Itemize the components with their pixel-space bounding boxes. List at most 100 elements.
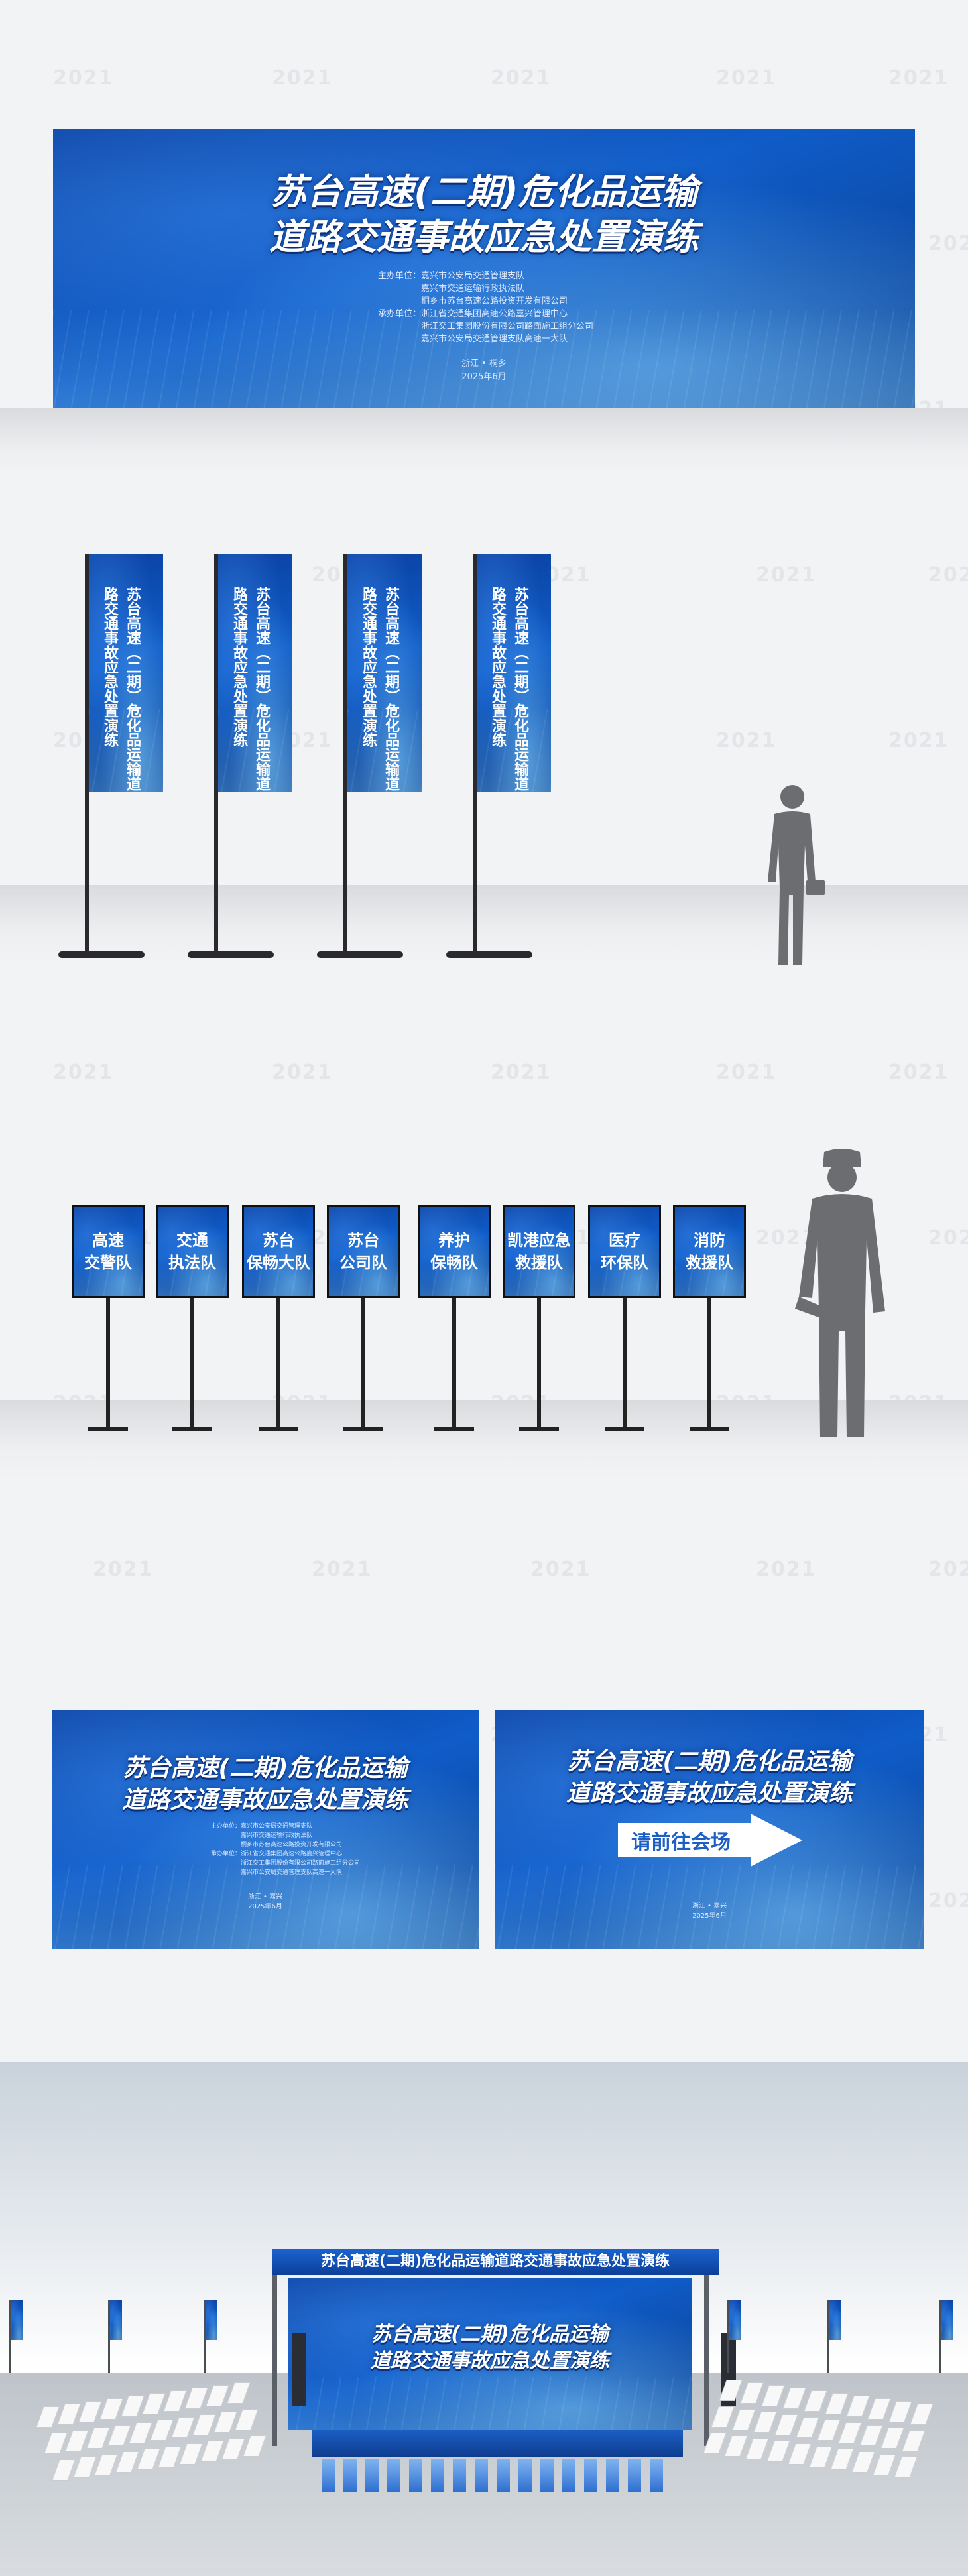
- stage-side-flag: [829, 2300, 841, 2340]
- team-sign-label: 医疗 环保队: [601, 1231, 648, 1272]
- board-left-footer-date: 2025年6月: [248, 1903, 282, 1910]
- team-sign-board: 养护 保畅队: [418, 1205, 491, 1298]
- team-sign-post: [361, 1298, 365, 1431]
- flag-pole: [214, 554, 218, 951]
- stage-side-flag-pole: [108, 2300, 110, 2373]
- stage-scene: 苏台高速(二期)危化品运输道路交通事故应急处置演练 苏台高速(二期)危化品运输 …: [0, 2062, 968, 2576]
- team-sign-label: 苏台 公司队: [339, 1231, 387, 1272]
- organizer-line: 主办单位：嘉兴市公安局交通管理支队: [211, 1823, 313, 1830]
- stage-screen-line2: 道路交通事故应急处置演练: [371, 2349, 609, 2372]
- watermark: 2021: [53, 66, 114, 89]
- flag-cloth: 苏台高速（二期）危化品运输道路交通事故应急处置演练: [89, 554, 163, 792]
- worker-silhouette-icon: [795, 1149, 885, 1437]
- team-sign-board: 交通 执法队: [156, 1205, 229, 1298]
- watermark: 2021: [716, 66, 777, 89]
- watermark: 2021: [312, 1558, 373, 1581]
- stage-side-flag-pole: [939, 2300, 941, 2373]
- team-sign-post: [707, 1298, 711, 1431]
- board-left-title-line2: 道路交通事故应急处置演练: [121, 1786, 408, 1814]
- front-row-chair: [343, 2459, 357, 2492]
- team-sign-label: 消防 救援队: [686, 1231, 733, 1272]
- banner-title-line1: 苏台高速(二期)危化品运输: [271, 171, 697, 213]
- watermark: 2021: [491, 1061, 552, 1084]
- organizer-line: 嘉兴市交通运输行政执法队: [378, 284, 525, 294]
- watermark: 2021: [530, 1558, 591, 1581]
- front-row-chair: [628, 2459, 641, 2492]
- watermark: 2021: [272, 1061, 333, 1084]
- team-sign-board: 苏台 保畅大队: [242, 1205, 315, 1298]
- watermark: 2021: [272, 66, 333, 89]
- team-sign-foot: [605, 1427, 644, 1431]
- organizer-line: 浙江交工集团股份有限公司路面施工组分公司: [211, 1860, 361, 1867]
- info-board-right: 苏台高速(二期)危化品运输 道路交通事故应急处置演练 请前往会场 浙江 • 嘉兴…: [495, 1710, 924, 1949]
- front-row-chair: [518, 2459, 532, 2492]
- organizer-line: 浙江交工集团股份有限公司路面施工组分公司: [378, 322, 594, 331]
- stage-side-flag: [206, 2300, 217, 2340]
- front-row-chair: [475, 2459, 488, 2492]
- stage-header-bar: 苏台高速(二期)危化品运输道路交通事故应急处置演练: [272, 2249, 719, 2275]
- organizer-list: 主办单位：嘉兴市公安局交通管理支队 嘉兴市交通运输行政执法队 桐乡市苏台高速公路…: [378, 270, 593, 345]
- team-sign-board: 消防 救援队: [673, 1205, 746, 1298]
- front-row-chair: [453, 2459, 466, 2492]
- flag-cloth: 苏台高速（二期）危化品运输道路交通事故应急处置演练: [477, 554, 551, 792]
- flag-base: [58, 951, 145, 958]
- organizer-line: 桐乡市苏台高速公路投资开发有限公司: [378, 296, 568, 306]
- watermark: 2021: [530, 563, 591, 587]
- board-left-title-line1: 苏台高速(二期)危化品运输: [123, 1755, 408, 1782]
- flag-cloth: 苏台高速（二期）危化品运输道路交通事故应急处置演练: [347, 554, 422, 792]
- front-row-chair: [409, 2459, 422, 2492]
- stage-side-flag-pole: [9, 2300, 11, 2373]
- team-sign-foot: [259, 1427, 298, 1431]
- flag-text: 苏台高速（二期）危化品运输道路交通事故应急处置演练: [360, 587, 399, 791]
- team-sign-label: 高速 交警队: [84, 1231, 132, 1272]
- person-silhouette-icon: [768, 785, 825, 965]
- team-sign-foot: [172, 1427, 212, 1431]
- team-sign-post: [276, 1298, 280, 1431]
- watermark: 2021: [888, 1061, 949, 1084]
- main-banner: 苏台高速(二期)危化品运输 道路交通事故应急处置演练 主办单位：嘉兴市公安局交通…: [53, 129, 915, 408]
- info-board-left: 苏台高速(二期)危化品运输 道路交通事故应急处置演练 主办单位：嘉兴市公安局交通…: [52, 1710, 479, 1949]
- team-sign-foot: [434, 1427, 474, 1431]
- team-sign-board: 医疗 环保队: [588, 1205, 661, 1298]
- watermark: 2021: [756, 1226, 817, 1250]
- stage-front: [312, 2430, 683, 2457]
- watermark: 2021: [53, 1061, 114, 1084]
- board-right-title-line1: 苏台高速(二期)危化品运输: [567, 1748, 852, 1775]
- watermark: 2021: [928, 1889, 968, 1912]
- front-row-chair: [606, 2459, 619, 2492]
- team-sign-post: [106, 1298, 110, 1431]
- banner-footer-place: 浙江 • 桐乡: [461, 359, 507, 369]
- front-row-chair: [650, 2459, 663, 2492]
- team-sign-post: [623, 1298, 627, 1431]
- watermark: 2021: [928, 1558, 968, 1581]
- team-sign-foot: [88, 1427, 128, 1431]
- stage-side-flag: [11, 2300, 23, 2340]
- watermark: 2021: [491, 66, 552, 89]
- team-sign-post: [190, 1298, 194, 1431]
- floor-strip: [0, 408, 968, 481]
- watermark: 2021: [928, 1226, 968, 1250]
- organizer-line: 承办单位：浙江省交通集团高速公路嘉兴管理中心: [211, 1851, 343, 1857]
- flag-pole: [473, 554, 477, 951]
- team-sign-board: 凯港应急 救援队: [503, 1205, 575, 1298]
- stage-side-flag: [941, 2300, 953, 2340]
- stage-side-flag: [110, 2300, 122, 2340]
- watermark: 2021: [928, 563, 968, 587]
- flag-pole: [85, 554, 89, 951]
- flag-base: [446, 951, 532, 958]
- team-sign-label: 养护 保畅队: [430, 1231, 478, 1272]
- watermark: 2021: [888, 729, 949, 752]
- organizer-line: 嘉兴市公安局交通管理支队高速一大队: [378, 334, 568, 344]
- front-row-chair: [322, 2459, 335, 2492]
- stage-side-flag-pole: [827, 2300, 829, 2373]
- front-row-chair: [431, 2459, 444, 2492]
- flag-text: 苏台高速（二期）危化品运输道路交通事故应急处置演练: [489, 587, 528, 791]
- stage-side-flag-pole: [204, 2300, 206, 2373]
- flag-base: [317, 951, 403, 958]
- front-row-chair: [387, 2459, 400, 2492]
- front-row-chair: [584, 2459, 597, 2492]
- flag-base: [188, 951, 274, 958]
- board-right-title-line2: 道路交通事故应急处置演练: [566, 1780, 853, 1807]
- team-sign-foot: [690, 1427, 729, 1431]
- front-row-chair: [497, 2459, 510, 2492]
